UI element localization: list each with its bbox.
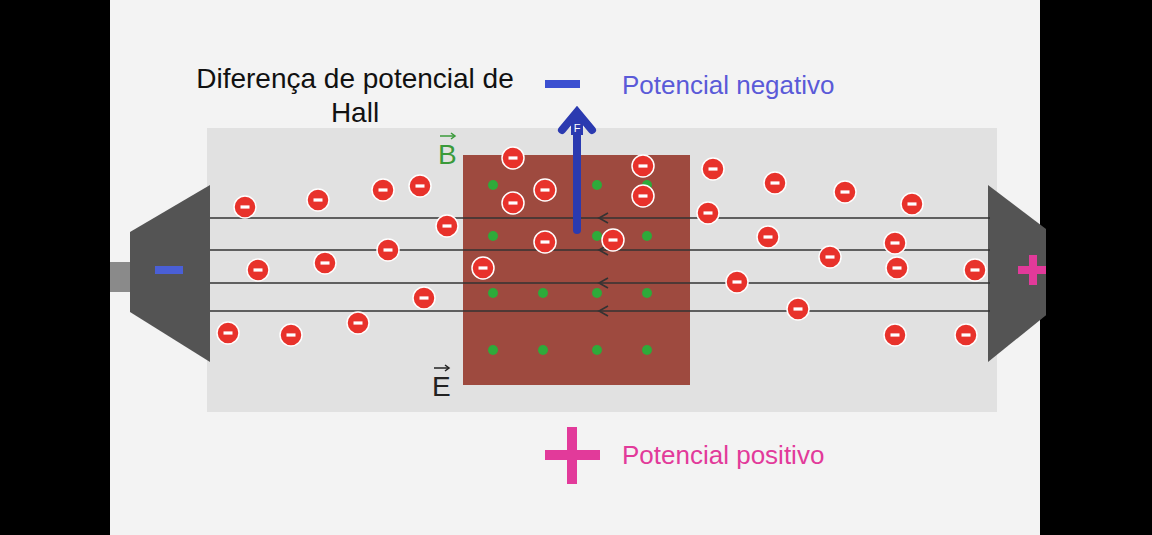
positive-marker bbox=[567, 427, 577, 484]
force-arrow bbox=[562, 112, 592, 230]
left-electrode bbox=[130, 185, 210, 362]
plus-sign bbox=[1029, 255, 1037, 285]
side-bar bbox=[1046, 0, 1152, 535]
field-symbol: B bbox=[438, 138, 462, 172]
vector-mark bbox=[440, 133, 455, 139]
potential-label: Potencial negativo bbox=[622, 70, 942, 101]
conductor-bar bbox=[207, 128, 997, 412]
e-field-lines bbox=[210, 213, 990, 316]
b-field-dots bbox=[488, 180, 652, 355]
right-electrode bbox=[988, 185, 1050, 362]
background-panel bbox=[110, 0, 1040, 535]
side-bar bbox=[0, 0, 110, 535]
negative-marker bbox=[545, 80, 580, 88]
field-symbol: E bbox=[432, 370, 456, 404]
force-symbol: F bbox=[571, 122, 583, 135]
hall-title: Diferença de potencial de Hall bbox=[185, 62, 525, 129]
vector-mark bbox=[434, 365, 449, 371]
electrons bbox=[217, 147, 986, 346]
potential-label: Potencial positivo bbox=[622, 440, 942, 471]
minus-sign bbox=[155, 266, 183, 274]
